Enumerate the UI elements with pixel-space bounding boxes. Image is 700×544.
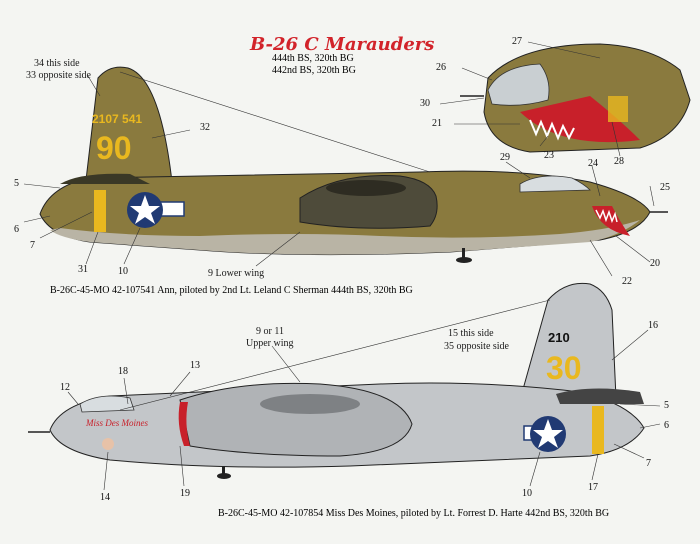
bottom-landing-gear-wheel (217, 473, 231, 479)
top-side-note-opposite: 33 opposite side (26, 70, 91, 81)
callout-31: 31 (78, 264, 88, 275)
callout-17: 17 (588, 482, 598, 493)
callout-20: 20 (650, 258, 660, 269)
callout-14: 14 (100, 492, 110, 503)
callout-21: 21 (432, 118, 442, 129)
bottom-upper-wing-label: Upper wing (246, 338, 294, 349)
callout-24: 24 (588, 158, 598, 169)
bottom-aircraft-profile (28, 282, 645, 479)
top-aircraft-profile (39, 66, 668, 263)
nose-detail-glazing (487, 63, 550, 106)
bottom-yellow-band (592, 406, 604, 454)
bottom-tail-code: 30 (546, 350, 582, 386)
callout-30: 30 (420, 98, 430, 109)
top-landing-gear-strut (462, 248, 465, 260)
callout-12: 12 (60, 382, 70, 393)
nose-detail-shark-teeth (529, 119, 575, 141)
subtitle-442nd: 442nd BS, 320th BG (272, 65, 356, 76)
top-insignia-star-icon (130, 195, 160, 224)
callout-7-bottom: 7 (646, 458, 651, 469)
top-belly (50, 220, 640, 255)
bottom-red-cowl (178, 402, 190, 446)
top-yellow-band (94, 190, 106, 232)
callout-18: 18 (118, 366, 128, 377)
top-landing-gear-wheel (456, 257, 472, 263)
bottom-pinup-figure (102, 438, 114, 450)
callout-19: 19 (180, 488, 190, 499)
bottom-leader-lines (67, 299, 661, 491)
bottom-upper-wing-ref: 9 or 11 (256, 326, 284, 337)
subtitle-444th: 444th BS, 320th BG (272, 53, 354, 64)
top-tail-fin (85, 66, 173, 183)
bottom-insignia-star-icon (533, 419, 563, 448)
bottom-tail-fin (519, 282, 617, 401)
bottom-landing-gear-strut (222, 466, 225, 476)
bottom-stabilizer (556, 388, 644, 404)
callout-26: 26 (436, 62, 446, 73)
top-canopy (519, 175, 591, 193)
nose-detail-inset (460, 43, 691, 153)
top-tail-serial: 2107 541 (92, 112, 143, 126)
top-caption: B-26C-45-MO 42-107541 Ann, piloted by 2n… (50, 285, 413, 296)
bottom-canopy (79, 395, 135, 413)
bottom-intake (260, 394, 360, 414)
sheet-title: B-26 C Marauders (250, 34, 435, 55)
bottom-engine-nacelle (179, 382, 413, 457)
top-intake (326, 180, 406, 196)
top-tail-code: 90 (96, 130, 132, 166)
callout-5-bottom: 5 (664, 400, 669, 411)
bottom-side-note-this: 15 this side (448, 328, 494, 339)
callout-10: 10 (118, 266, 128, 277)
callout-23: 23 (544, 150, 554, 161)
nose-detail-mission-markings (608, 96, 628, 122)
callout-10-bottom: 10 (522, 488, 532, 499)
callout-7: 7 (30, 240, 35, 251)
callout-32: 32 (200, 122, 210, 133)
bottom-side-note-opposite: 35 opposite side (444, 341, 509, 352)
callout-28: 28 (614, 156, 624, 167)
bottom-nose-art-text: Miss Des Moines (86, 418, 148, 428)
callout-25: 25 (660, 182, 670, 193)
bottom-tail-serial: 210 (548, 330, 570, 345)
callout-27: 27 (512, 36, 522, 47)
callout-13: 13 (190, 360, 200, 371)
top-side-note-this: 34 this side (34, 58, 80, 69)
bottom-caption: B-26C-45-MO 42-107854 Miss Des Moines, p… (218, 508, 610, 519)
callout-6-bottom: 6 (664, 420, 669, 431)
top-lower-wing-label: 9 Lower wing (208, 268, 265, 279)
callout-6: 6 (14, 224, 19, 235)
leader-lines (23, 41, 655, 277)
top-shark-teeth (595, 208, 618, 224)
callout-29: 29 (500, 152, 510, 163)
callout-5: 5 (14, 178, 19, 189)
callout-16: 16 (648, 320, 658, 331)
top-stabilizer (60, 173, 150, 184)
callout-22: 22 (622, 276, 632, 287)
